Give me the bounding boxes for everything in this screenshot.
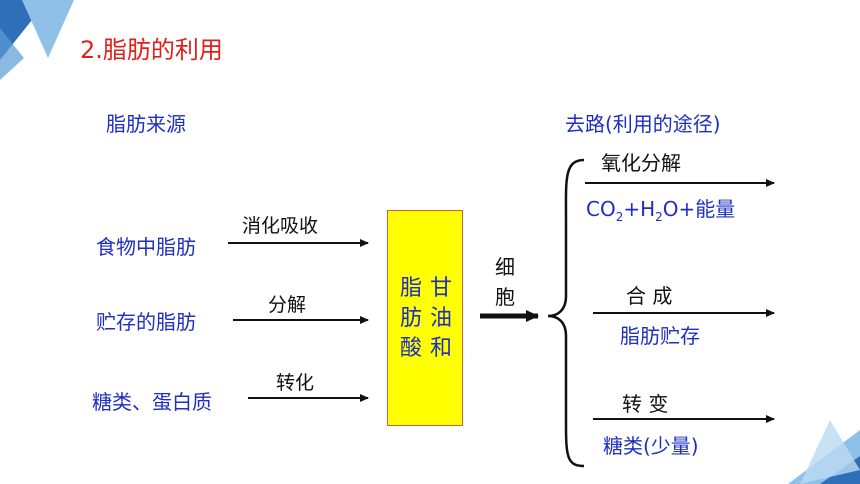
dest-process-synthesis: 合 成 — [626, 284, 673, 308]
dest-product-co2-water-energy: CO2+H2O+能量 — [586, 193, 735, 224]
destinations-heading: 去路(利用的途径) — [565, 112, 721, 136]
dest-product-fat-storage: 脂肪贮存 — [620, 324, 700, 348]
box-column-fatty-acid: 脂肪酸 — [399, 276, 422, 361]
corner-triangle-mid — [0, 28, 24, 80]
product-sub-2a: 2 — [615, 210, 624, 224]
destination-brace — [547, 158, 585, 468]
dest-process-oxidation: 氧化分解 — [601, 151, 681, 175]
process-label-digestion: 消化吸收 — [242, 215, 319, 237]
box-column-glycerol: 甘油和 — [429, 276, 452, 361]
product-o-energy: O+能量 — [662, 197, 736, 221]
cell-label: 细胞 — [495, 255, 515, 309]
process-label-conversion: 转化 — [276, 372, 315, 394]
dest-product-sugar-small: 糖类(少量) — [603, 434, 699, 458]
sources-heading: 脂肪来源 — [106, 112, 186, 136]
product-sub-2b: 2 — [655, 210, 663, 224]
corner-triangle-light — [22, 0, 74, 58]
product-co: CO — [586, 197, 616, 221]
slide-title: 2.脂肪的利用 — [80, 36, 223, 64]
source-label-stored-fat: 贮存的脂肪 — [96, 310, 196, 334]
fatty-acid-glycerol-box: 脂肪酸 甘油和 — [387, 210, 463, 426]
source-label-food-fat: 食物中脂肪 — [96, 235, 196, 259]
dest-process-transform: 转 变 — [622, 392, 669, 416]
source-label-sugar-protein: 糖类、蛋白质 — [92, 390, 212, 414]
process-label-decomposition: 分解 — [268, 294, 307, 316]
corner-triangle-pale-br — [800, 420, 860, 484]
product-h: +H — [623, 197, 656, 221]
